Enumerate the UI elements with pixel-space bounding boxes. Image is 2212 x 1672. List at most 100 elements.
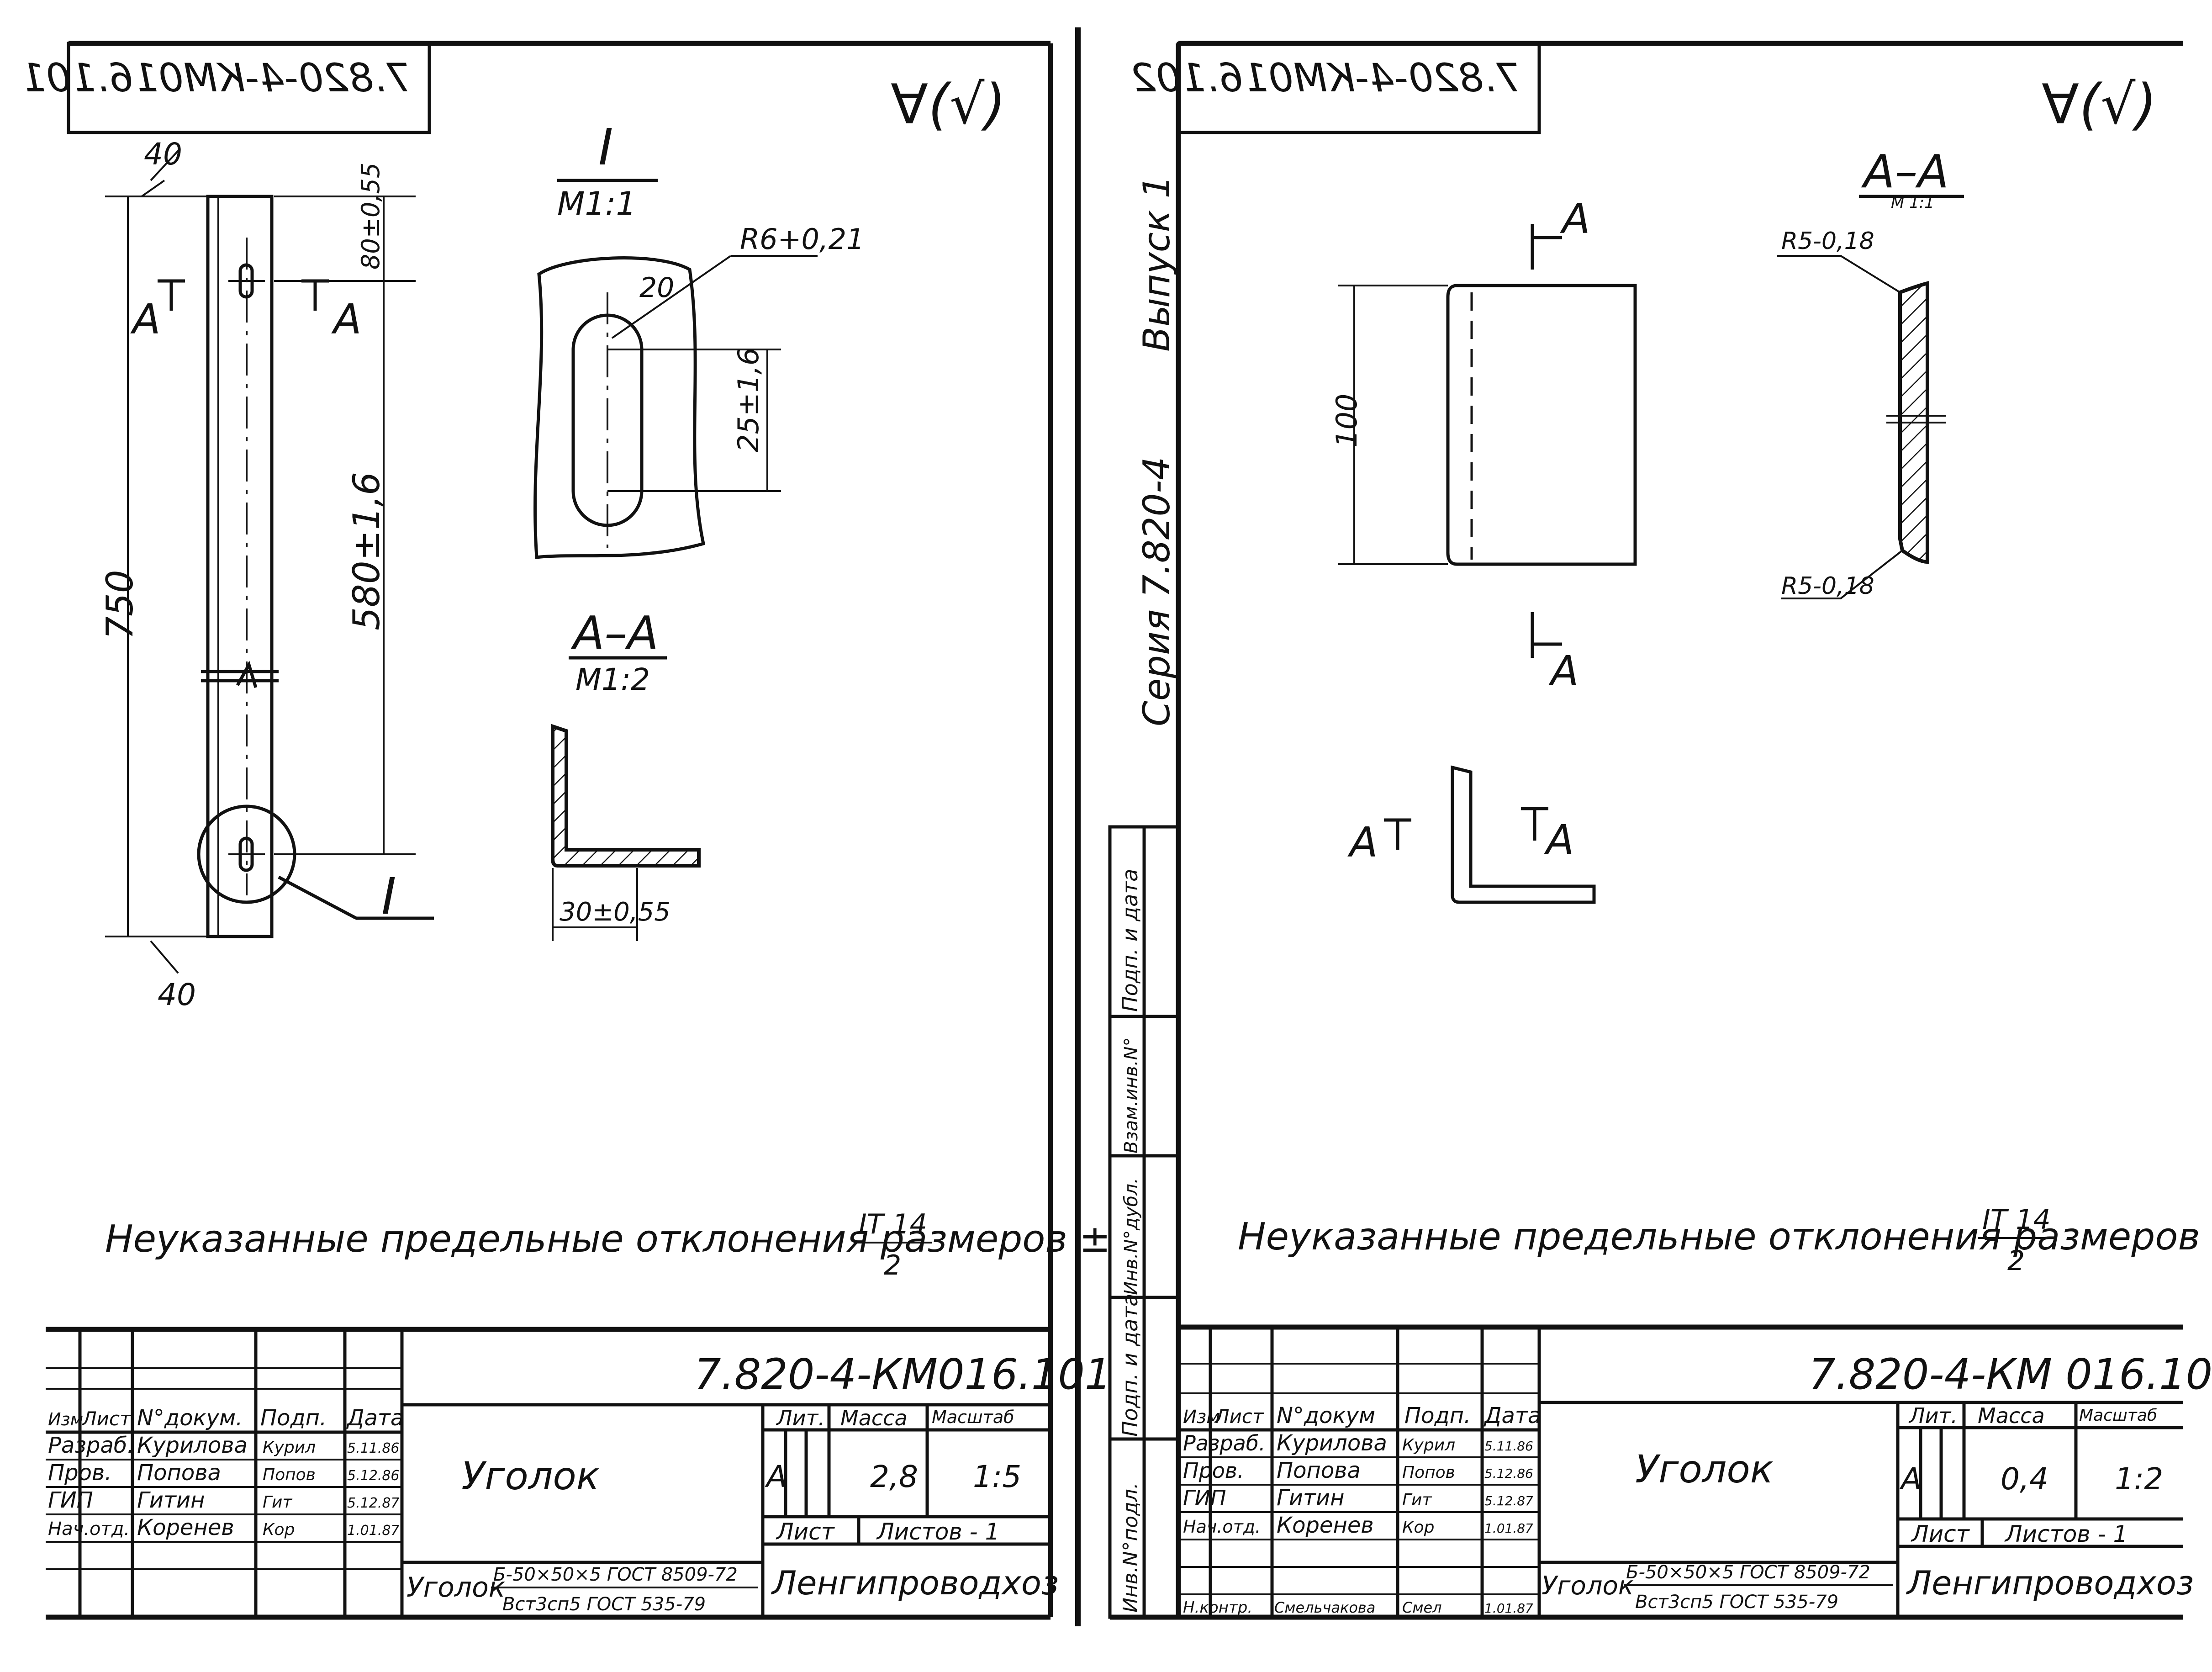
tb-row-name: Коренев	[137, 1515, 234, 1540]
tb-material-top: Б-50×50×5 ГОСТ 8509-72	[1626, 1562, 1870, 1583]
side-stamp: Выпуск 1 Серия 7.820-4 Подп. и дата Взам…	[1108, 175, 1180, 1619]
tb-mass-value: 0,4	[2001, 1461, 2048, 1497]
angle-letter-right: A	[1544, 816, 1574, 864]
tb-header-list: Лист	[1214, 1405, 1264, 1428]
tb-mass-label: Масса	[1978, 1403, 2045, 1428]
tb-row-sign: Курил	[1402, 1436, 1455, 1455]
tb-lit-value: А	[1899, 1461, 1922, 1497]
tb-row-name: Попова	[137, 1460, 221, 1486]
tb-sheets-label: Листов - 1	[2004, 1521, 2128, 1547]
tb-row-date: 1.01.87	[347, 1523, 400, 1539]
side-field: Подп. и дата	[1118, 869, 1142, 1012]
tolerance-note: Неуказанные предельные отклонения размер…	[1238, 1204, 2212, 1277]
tb-header-date: Дата	[346, 1405, 404, 1431]
mirrored-code: 7.820-4-КМ016.101	[21, 55, 411, 101]
dim-edge: 80±0,55	[356, 163, 385, 270]
tb-row-date: 5.11.86	[347, 1440, 400, 1456]
tb-row-date: 1.01.87	[1484, 1521, 1533, 1536]
tb-header-sign: Подп.	[260, 1405, 327, 1431]
tb-scale-label: Масштаб	[2079, 1406, 2157, 1425]
tb-sheets-label: Листов - 1	[876, 1519, 999, 1545]
section-letter-top: A	[1560, 195, 1590, 243]
tb-doc-code: 7.820-4-КМ 016.102	[1809, 1350, 2212, 1399]
tb-row-role: ГИП	[1183, 1486, 1226, 1510]
detail-slot-length: 25±1,6	[732, 348, 765, 452]
right-sheet: 7.820-4-КМ016.102 ∀(√) Выпуск 1 Серия 7.…	[1108, 41, 2212, 1620]
note-frac-top: IT 14	[859, 1208, 927, 1240]
side-field: Инв.N°дубл.	[1121, 1178, 1142, 1295]
detail-view: I M1:1 25±1,6 R6+0,21 20	[533, 118, 865, 559]
dim-top: 40	[144, 137, 182, 172]
section-title: A–A	[570, 606, 659, 660]
tb-row-sign: Гит	[1402, 1491, 1432, 1509]
tb-row-sign: Гит	[263, 1493, 292, 1512]
tb-header-date: Дата	[1483, 1403, 1541, 1429]
tb-row-sign: Кор	[1402, 1518, 1434, 1537]
tb-material-prefix: Уголок	[1542, 1571, 1634, 1601]
tb-doc-code: 7.820-4-КМ016.101	[694, 1350, 1111, 1399]
tb-lit-label: Лит.	[776, 1406, 825, 1430]
tb-row-date: 1.01.87	[1484, 1601, 1533, 1616]
mirrored-code-box: 7.820-4-КМ016.102	[1131, 42, 1541, 134]
side-issue: Выпуск 1	[1135, 175, 1178, 352]
tb-row-name: Гитин	[1277, 1485, 1344, 1511]
section-letter-bottom: A	[1548, 647, 1579, 695]
main-plate-view: 100 A A	[1330, 195, 1637, 695]
tb-row-sign: Кор	[263, 1520, 295, 1539]
tb-row-role: Н.контр.	[1183, 1598, 1252, 1617]
roughness-mark: ∀(√)	[2042, 73, 2157, 137]
roughness-mark: ∀(√)	[891, 73, 1006, 137]
tb-row-role: Пров.	[1183, 1458, 1244, 1483]
section-letter-left: A	[130, 296, 161, 344]
note-frac-top: IT 14	[1982, 1204, 2051, 1236]
tb-row-name: Коренев	[1277, 1513, 1374, 1538]
tb-row-sign: Курил	[263, 1438, 316, 1457]
tb-row-date: 5.12.87	[347, 1495, 400, 1511]
tb-row-date: 5.11.86	[1484, 1439, 1533, 1454]
tb-lit-label: Лит.	[1908, 1403, 1958, 1428]
section-view: A–A M1:2 30±0,55	[551, 606, 701, 941]
tb-material-bottom: Вст3сп5 ГОСТ 535-79	[1635, 1592, 1838, 1613]
tb-row-name: Курилова	[137, 1433, 248, 1458]
note-text: Неуказанные предельные отклонения размер…	[1238, 1215, 2212, 1259]
tb-header-doc: N°докум	[1277, 1403, 1375, 1429]
tb-row-role: Пров.	[48, 1460, 111, 1486]
dim-hole-spacing: 580±1,6	[345, 472, 388, 630]
tb-row-name: Гитин	[137, 1487, 205, 1513]
angle-view: A A	[1347, 765, 1596, 904]
left-sheet: 7.820-4-КМ016.101 ∀(√) I 750	[21, 41, 1111, 1620]
tb-material-top: Б-50×50×5 ГОСТ 8509-72	[493, 1564, 738, 1585]
section-scale: M 1:1	[1891, 194, 1934, 212]
section-letter-right: A	[331, 296, 362, 344]
tb-row-sign: Попов	[263, 1466, 316, 1484]
tb-sheet-label: Лист	[776, 1519, 835, 1545]
tb-material-prefix: Уголок	[407, 1571, 505, 1603]
section-radius-top: R5-0,18	[1781, 228, 1874, 255]
mirrored-code-box: 7.820-4-КМ016.101	[21, 42, 431, 134]
tb-scale-value: 1:2	[2115, 1461, 2163, 1497]
note-frac-bottom: 2	[884, 1249, 901, 1281]
section-radius-bottom: R5-0,18	[1781, 572, 1874, 600]
detail-title: I	[598, 118, 613, 176]
title-block: Изм Лист N°докум. Подп. Дата Разраб. Кур…	[46, 1327, 1111, 1617]
tb-row-name: Попова	[1277, 1458, 1361, 1483]
tb-row-role: ГИП	[48, 1487, 93, 1513]
tb-title: Уголок	[1635, 1447, 1774, 1492]
tb-row-sign: Попов	[1402, 1463, 1455, 1482]
main-strip-view: I 750 40 40 580±1,6 80±0,55 A A	[99, 137, 434, 1012]
tb-row-role: Разраб.	[48, 1433, 134, 1458]
tb-mass-label: Масса	[840, 1406, 908, 1430]
tb-org: Ленгипроводхоз	[1906, 1564, 2194, 1602]
section-title: A–A	[1861, 145, 1949, 198]
side-field: Инв.N°подл.	[1119, 1482, 1142, 1613]
note-frac-bottom: 2	[2007, 1245, 2025, 1277]
tb-row-date: 5.12.87	[1484, 1493, 1533, 1508]
tb-header-list: Лист	[81, 1407, 132, 1430]
tb-row-role: Нач.отд.	[1183, 1517, 1261, 1537]
tb-sheet-label: Лист	[1911, 1521, 1970, 1547]
tb-org: Ленгипроводхоз	[771, 1564, 1059, 1602]
tb-header-izm: Изм	[1183, 1407, 1220, 1428]
tb-row-name: Смельчакова	[1274, 1599, 1375, 1616]
detail-scale: M1:1	[557, 185, 636, 222]
